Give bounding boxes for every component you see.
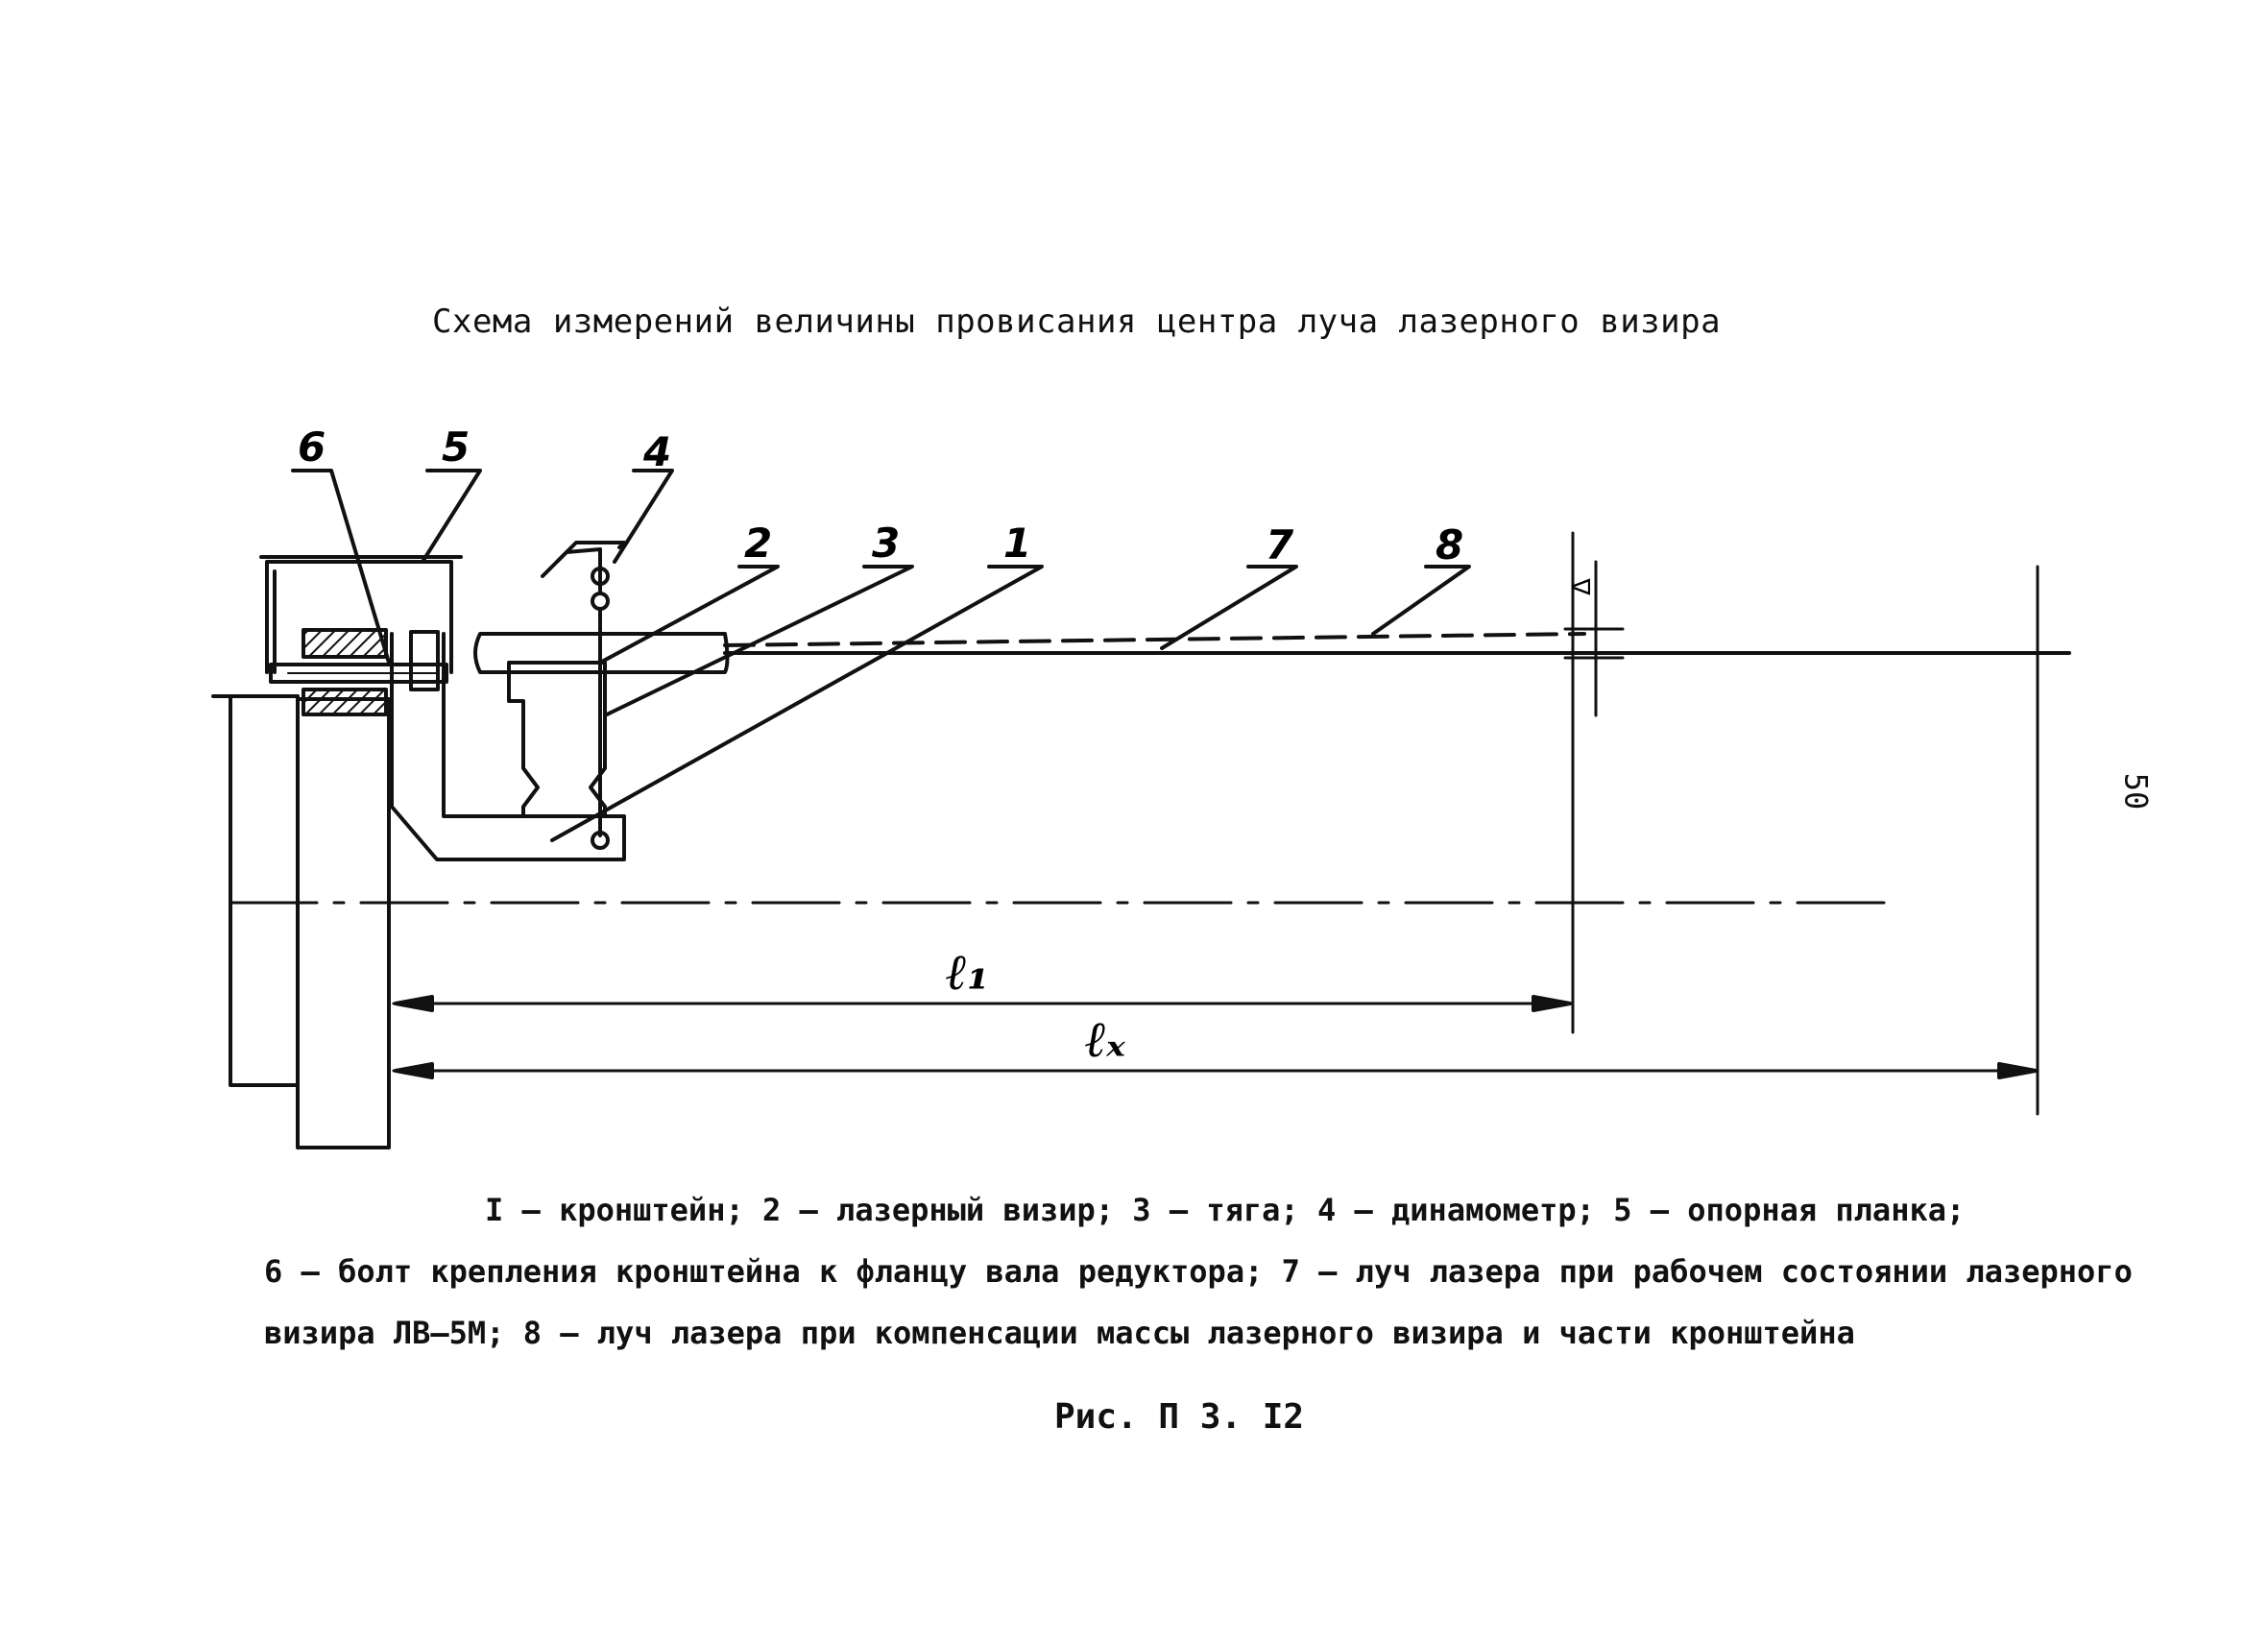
leader-2 bbox=[598, 565, 780, 665]
leader-5 bbox=[421, 469, 482, 564]
callout-3: 3 bbox=[872, 520, 900, 567]
callout-6: 6 bbox=[298, 423, 326, 471]
legend-line-3: визира ЛВ–5М; 8 – луч лазера при компенс… bbox=[264, 1315, 1855, 1351]
leader-6 bbox=[291, 469, 391, 665]
legend-line-2: 6 – болт крепления кронштейна к фланцу в… bbox=[264, 1253, 2133, 1290]
leader-4 bbox=[613, 469, 674, 564]
label-delta: Δ bbox=[1568, 578, 1597, 595]
page-title: Схема измерений величины провисания цент… bbox=[432, 302, 1722, 341]
bolt-nut-hatched bbox=[302, 688, 388, 716]
support-plate bbox=[265, 560, 453, 674]
callout-5: 5 bbox=[442, 423, 470, 471]
callout-8: 8 bbox=[1436, 521, 1463, 568]
flange bbox=[296, 697, 391, 1149]
page-number: 50 bbox=[2117, 772, 2155, 810]
bolt bbox=[269, 663, 448, 684]
bolt-head-hatched bbox=[302, 628, 388, 659]
label-lx: ℓₓ bbox=[1085, 1010, 1125, 1069]
shaft-body bbox=[211, 694, 300, 1087]
legend-line-1: I – кронштейн; 2 – лазерный визир; 3 – т… bbox=[485, 1192, 1966, 1228]
leader-3 bbox=[603, 565, 914, 717]
legend: I – кронштейн; 2 – лазерный визир; 3 – т… bbox=[264, 1179, 2184, 1364]
label-l1: ℓ₁ bbox=[946, 943, 989, 1002]
leader-1 bbox=[550, 565, 1044, 842]
leader-7 bbox=[1160, 565, 1298, 650]
leader-8 bbox=[1371, 565, 1471, 636]
callout-7: 7 bbox=[1266, 521, 1294, 568]
callout-1: 1 bbox=[1003, 520, 1031, 567]
beam-8 bbox=[723, 632, 1586, 647]
callout-4: 4 bbox=[642, 428, 671, 475]
callout-2: 2 bbox=[744, 520, 772, 567]
figure-caption: Рис. П 3. I2 bbox=[1054, 1397, 1305, 1437]
bracket bbox=[390, 632, 626, 861]
